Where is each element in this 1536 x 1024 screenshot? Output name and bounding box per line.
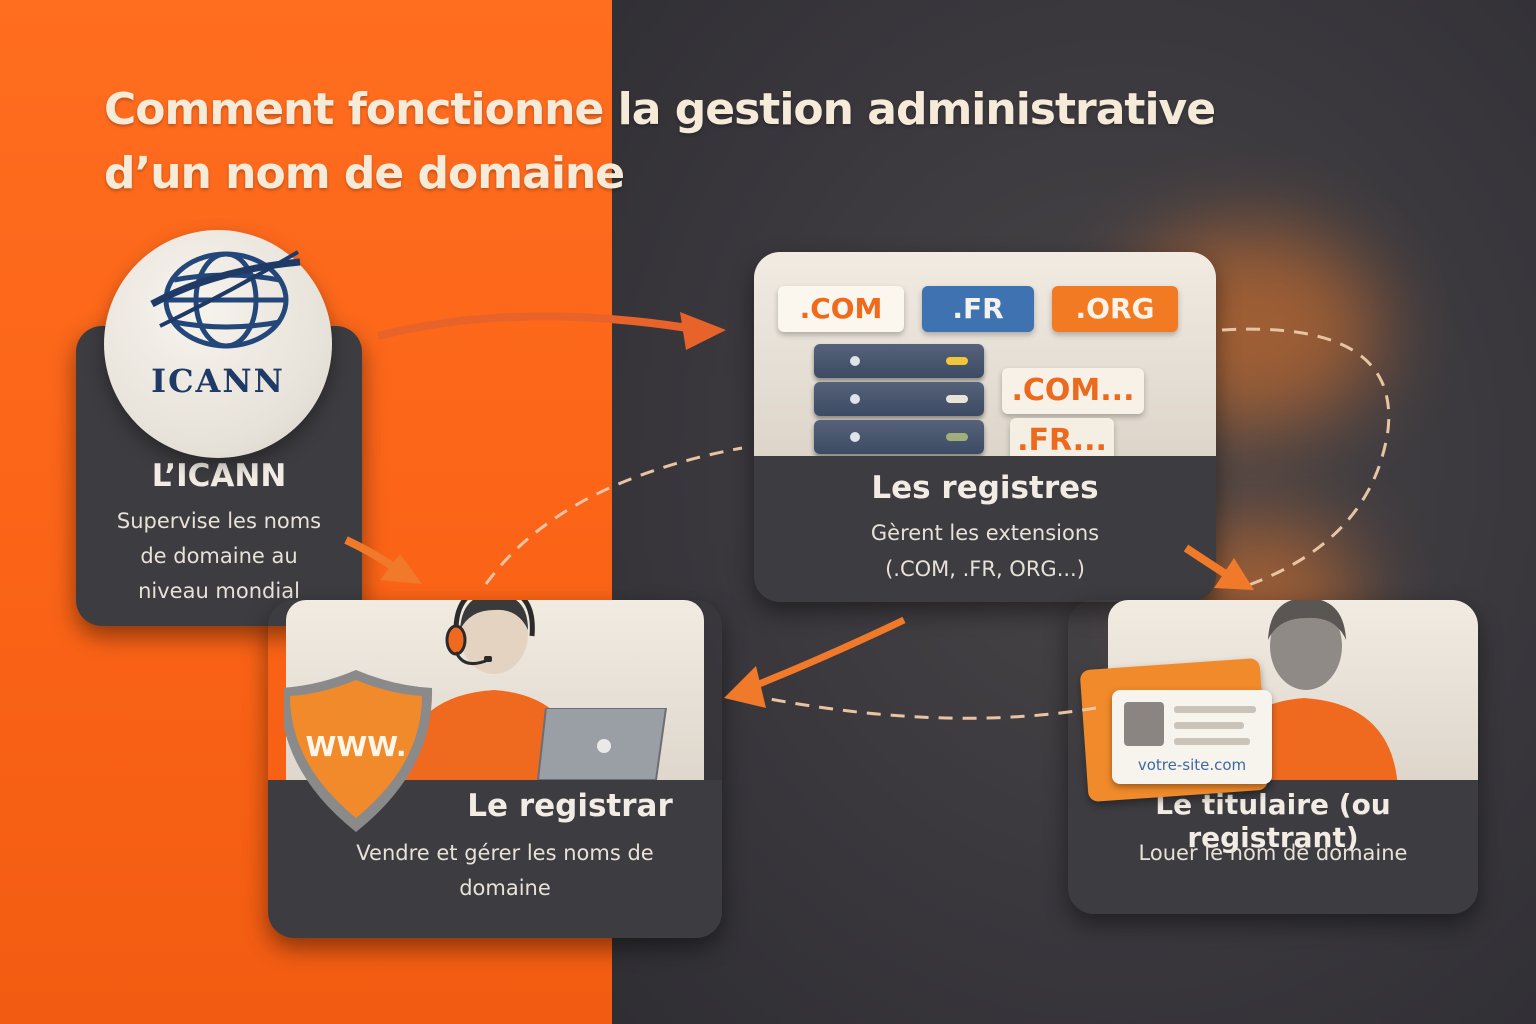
arrow-icann-to-registres bbox=[377, 312, 701, 340]
arrow-registres-to-titulaire-head bbox=[1214, 558, 1254, 590]
titulaire-label: Le titulaire (ou registrant) bbox=[1155, 788, 1391, 854]
registrar-caption: Le registrar Vendre et gérer les noms de… bbox=[268, 780, 722, 938]
server-icon bbox=[814, 382, 984, 416]
page-title: Comment fonctionne la gestion administra… bbox=[104, 84, 1216, 199]
id-photo bbox=[1124, 702, 1164, 746]
arrow-to-registrar-head bbox=[724, 666, 766, 708]
id-line bbox=[1174, 738, 1250, 745]
id-line bbox=[1174, 706, 1256, 713]
registres-description-line2: (.COM, .FR, ORG...) bbox=[885, 557, 1085, 581]
server-icon bbox=[814, 420, 984, 454]
shield-icon: WWW. bbox=[284, 670, 433, 832]
registrar-description: Vendre et gérer les noms de domaine bbox=[356, 841, 654, 900]
tag-com-more: .COM... bbox=[1002, 368, 1144, 414]
tag-com: .COM bbox=[778, 286, 904, 332]
registres-label: Les registres bbox=[871, 470, 1099, 506]
titulaire-description: Louer le nom de domaine bbox=[1138, 841, 1408, 865]
globe-icon bbox=[150, 250, 301, 349]
id-line bbox=[1174, 722, 1244, 729]
icann-label: L’ICANN bbox=[151, 458, 287, 494]
dashed-titulaire-to-registrar bbox=[743, 692, 1097, 720]
arrow-icann-to-registrar-head bbox=[380, 554, 422, 584]
icann-logo: ICANN bbox=[104, 230, 332, 458]
registres-card: .COM .FR .ORG .COM... .FR... Les registr… bbox=[754, 252, 1216, 602]
registres-caption: Les registres Gèrent les extensions (.CO… bbox=[754, 456, 1216, 602]
icann-description: Supervise les noms de domaine au niveau … bbox=[116, 509, 322, 603]
arrow-to-registrar bbox=[742, 616, 906, 694]
server-icon bbox=[814, 344, 984, 378]
tag-org: .ORG bbox=[1052, 286, 1178, 332]
id-card-icon: votre-site.com bbox=[1112, 690, 1272, 784]
registrar-label: Le registrar bbox=[467, 788, 673, 824]
titulaire-caption: Le titulaire (ou registrant) Louer le no… bbox=[1068, 780, 1478, 914]
arrow-icann-to-registres-head bbox=[680, 312, 726, 350]
icann-wordmark: ICANN bbox=[151, 362, 285, 400]
domain-text: votre-site.com bbox=[1137, 756, 1247, 774]
dashed-registres-to-titulaire bbox=[1221, 327, 1391, 588]
shield-www-text: WWW. bbox=[305, 730, 406, 763]
registres-description-line1: Gèrent les extensions bbox=[870, 521, 1100, 545]
registres-illustration: .COM .FR .ORG .COM... .FR... bbox=[754, 252, 1216, 464]
dashed-registrar-to-registres bbox=[484, 446, 743, 585]
tag-fr: .FR bbox=[922, 286, 1034, 332]
